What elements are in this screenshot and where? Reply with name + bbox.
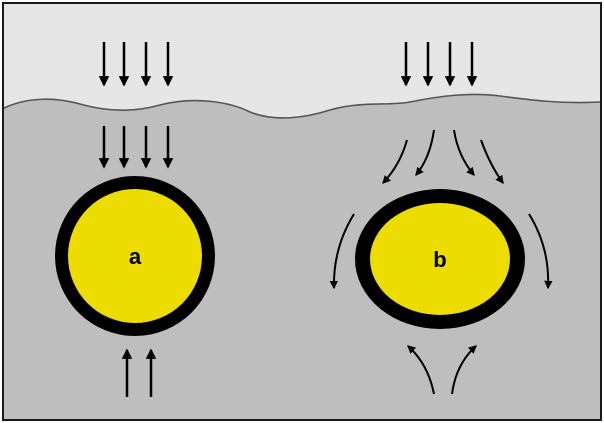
arrow-down-icon <box>400 42 478 87</box>
arrow-down-icon <box>98 42 174 87</box>
curved-arrow-icon <box>407 345 477 395</box>
curved-arrow-icon <box>382 129 504 185</box>
ground-surface-line <box>3 93 601 119</box>
arrow-up-icon <box>121 348 157 397</box>
scenario-a: a <box>55 42 215 397</box>
curved-arrow-icon <box>329 213 553 290</box>
inclusion-a-core <box>68 189 202 323</box>
scenario-b: b <box>329 42 553 395</box>
arrow-down-icon <box>98 126 174 169</box>
label-a: a <box>129 244 142 269</box>
inclusion-b-core <box>370 203 510 315</box>
label-b: b <box>433 247 446 272</box>
ground-body <box>4 94 600 419</box>
